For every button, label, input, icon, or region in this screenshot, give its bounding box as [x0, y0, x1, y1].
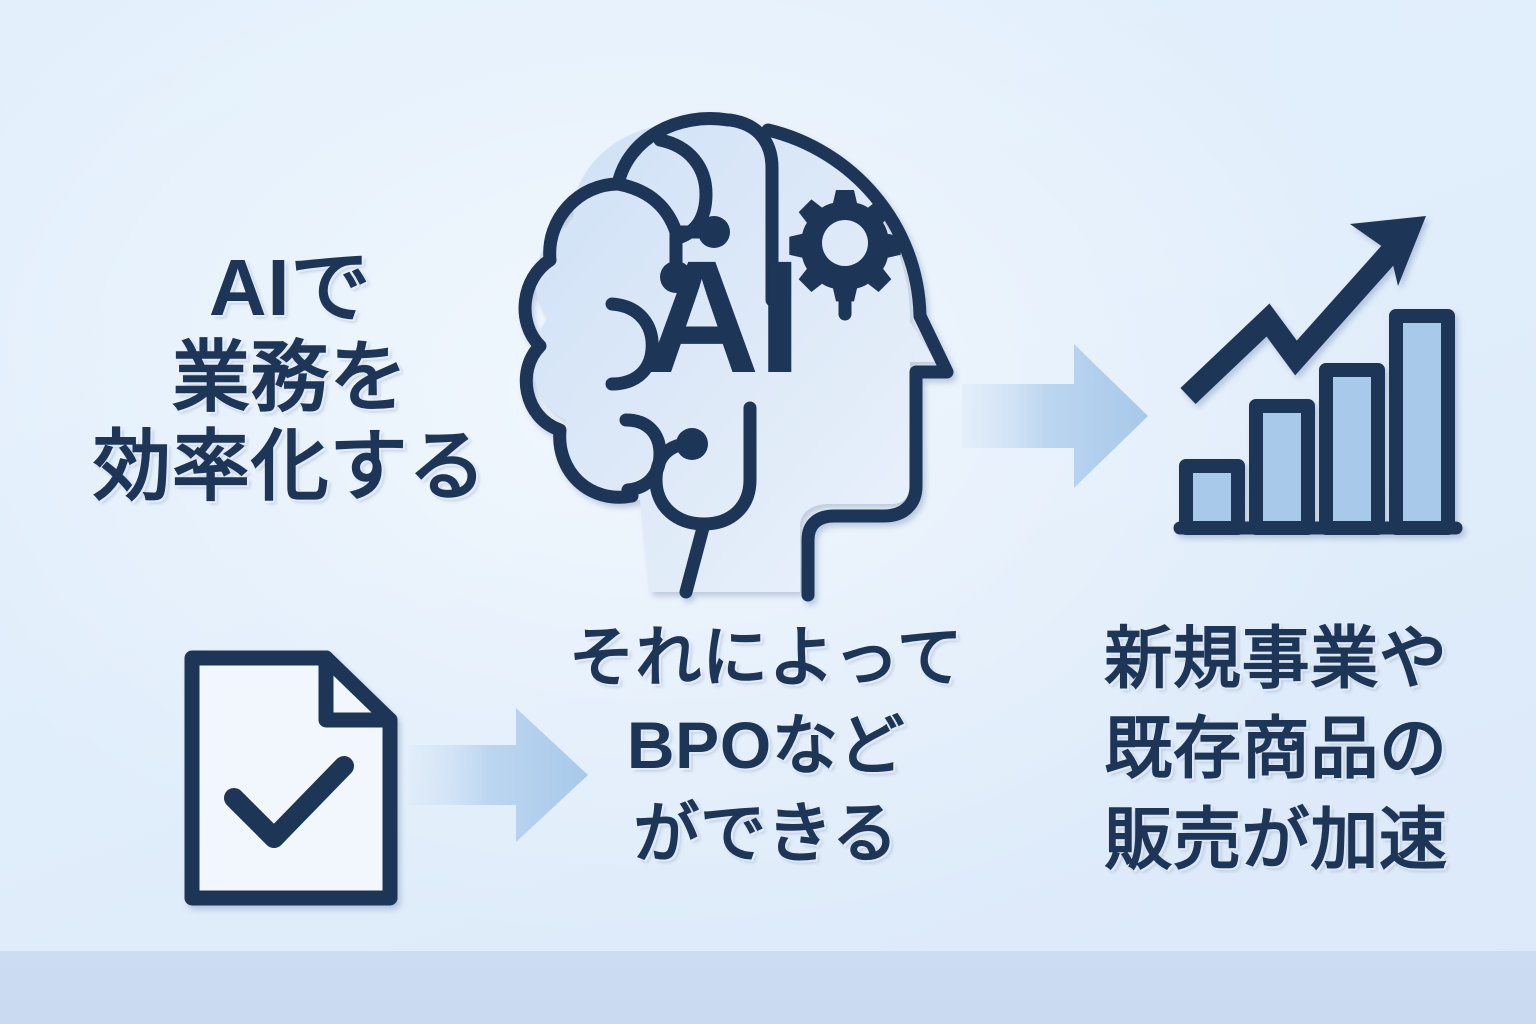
trend-arrow-line — [1180, 238, 1405, 404]
headline-right-line-1: 新規事業や — [1104, 621, 1448, 697]
bar-3 — [1319, 363, 1385, 535]
head-silhouette-fill — [532, 122, 936, 592]
brain-stem-top — [723, 113, 779, 307]
headline-middle-bottom: それによって BPOなど ができる — [546, 614, 986, 877]
ai-brain-head-icon: AI — [500, 72, 980, 602]
brain-node-dot-lower — [660, 261, 692, 293]
bar-4 — [1389, 309, 1455, 535]
headline-left: AIで 業務を 効率化する — [70, 243, 510, 510]
document-folded-corner — [318, 650, 398, 728]
chart-bars — [1179, 309, 1455, 535]
arrow-shape — [962, 344, 1148, 488]
bar-1 — [1179, 459, 1245, 535]
document-body — [184, 650, 398, 906]
brain-bottom-stem — [679, 517, 711, 599]
arrow-shape — [408, 708, 588, 842]
bar-2 — [1249, 399, 1315, 535]
growth-bar-chart-icon — [1168, 208, 1468, 548]
bottom-band — [0, 951, 1536, 1024]
headline-middle-line-2: BPOなど — [626, 707, 906, 782]
brain-bottom-node-dot — [676, 428, 708, 460]
headline-middle-line-3: ができる — [633, 795, 899, 870]
trend-arrow-head — [1350, 216, 1426, 286]
brain-outer-contour — [518, 112, 735, 504]
headline-left-line-1: AIで — [208, 243, 372, 332]
right-arrow-icon-top — [962, 336, 1148, 496]
brain-bottom-branch — [649, 401, 757, 531]
headline-left-line-3: 効率化する — [93, 421, 487, 510]
brain-node-dot-right — [698, 216, 730, 248]
gear-icon — [789, 190, 901, 321]
head-ai-label: AI — [644, 227, 800, 406]
document-check-icon — [176, 648, 426, 908]
headline-right-line-2: 既存商品の — [1104, 711, 1448, 788]
checkmark-icon — [224, 756, 354, 848]
headline-middle-line-1: それによって — [568, 620, 964, 694]
headline-left-line-2: 業務を — [171, 333, 409, 422]
headline-right-line-3: 販売が加速 — [1104, 801, 1448, 878]
headline-right-bottom: 新規事業や 既存商品の 販売が加速 — [1056, 614, 1496, 885]
brain-fold-middle — [605, 297, 659, 391]
head-outline-path — [761, 123, 954, 602]
right-arrow-icon-bottom — [408, 700, 588, 850]
